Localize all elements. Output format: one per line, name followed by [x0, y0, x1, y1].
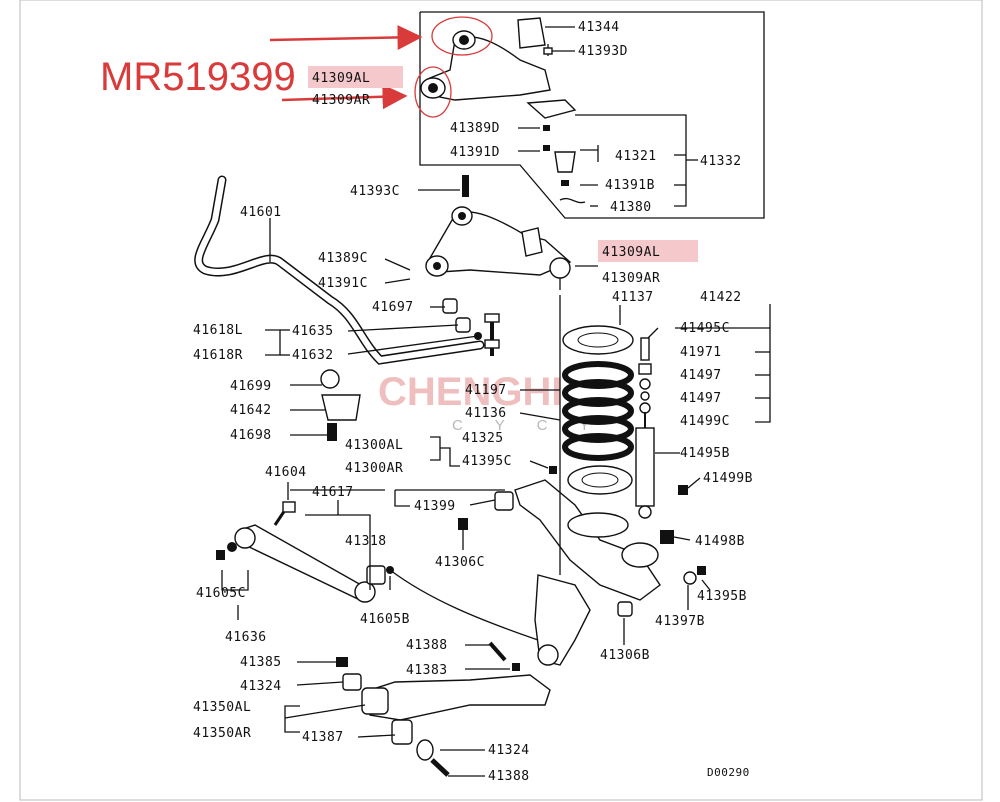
upper-arm-drawing: [425, 175, 572, 290]
label-41332: 41332: [700, 154, 742, 169]
label-41699: 41699: [230, 379, 272, 394]
label-41350AR: 41350AR: [193, 726, 251, 741]
label-41605C: 41605C: [196, 586, 246, 601]
label-41300AR: 41300AR: [345, 461, 403, 476]
shock-absorber-drawing: [635, 337, 688, 544]
label-41324-a: 41324: [240, 679, 282, 694]
label-41393C: 41393C: [350, 184, 400, 199]
lower-arm-drawing: [458, 295, 706, 666]
label-41380: 41380: [610, 200, 652, 215]
label-41499C: 41499C: [680, 414, 730, 429]
label-41309AR-top: 41309AR: [312, 93, 370, 108]
coil-spring-drawing: [562, 325, 634, 495]
label-41388-b: 41388: [488, 769, 530, 784]
label-41697: 41697: [372, 300, 414, 315]
label-41387: 41387: [302, 730, 344, 745]
label-41698: 41698: [230, 428, 272, 443]
label-41309AL: 41309AL: [602, 245, 660, 260]
label-41350AL: 41350AL: [193, 700, 251, 715]
label-41618R: 41618R: [193, 348, 243, 363]
label-41306C: 41306C: [435, 555, 485, 570]
page-frame: [19, 0, 983, 801]
label-41325: 41325: [462, 431, 504, 446]
label-41971: 41971: [680, 345, 722, 360]
label-41642: 41642: [230, 403, 272, 418]
label-41309AL-top: 41309AL: [312, 71, 370, 86]
label-41318: 41318: [345, 534, 387, 549]
label-41495B: 41495B: [680, 446, 730, 461]
label-41497-a: 41497: [680, 368, 722, 383]
label-41618L: 41618L: [193, 323, 243, 338]
highlight-band-main: [598, 240, 698, 262]
label-41601: 41601: [240, 205, 282, 220]
label-41395C: 41395C: [462, 454, 512, 469]
label-41399: 41399: [414, 499, 456, 514]
label-41495C: 41495C: [680, 321, 730, 336]
label-41300AL: 41300AL: [345, 438, 403, 453]
label-41306B: 41306B: [600, 648, 650, 663]
label-41391C: 41391C: [318, 276, 368, 291]
label-41393D: 41393D: [578, 44, 628, 59]
upper-arm-detail-inset: [269, 11, 765, 219]
label-41391B: 41391B: [605, 178, 655, 193]
label-41385: 41385: [240, 655, 282, 670]
leader-lines: [221, 189, 771, 777]
label-41395B: 41395B: [697, 589, 747, 604]
label-41604: 41604: [265, 465, 307, 480]
label-41617: 41617: [312, 485, 354, 500]
label-41422: 41422: [700, 290, 742, 305]
label-41344: 41344: [578, 20, 620, 35]
label-41324-b: 41324: [488, 743, 530, 758]
label-41497-b: 41497: [680, 391, 722, 406]
label-41388-a: 41388: [406, 638, 448, 653]
label-41197: 41197: [465, 383, 507, 398]
diagram-code: D00290: [707, 766, 750, 779]
label-41605B: 41605B: [360, 612, 410, 627]
highlight-part-code: MR519399: [100, 55, 296, 99]
label-41389D: 41389D: [450, 121, 500, 136]
label-41635: 41635: [292, 324, 334, 339]
highlight-band-top: [308, 66, 403, 88]
label-41321: 41321: [615, 149, 657, 164]
label-41389C: 41389C: [318, 251, 368, 266]
stabilizer-bar-drawing: [194, 175, 485, 365]
label-41391D: 41391D: [450, 145, 500, 160]
stabilizer-link-drawing: [320, 298, 500, 441]
label-41499B: 41499B: [703, 471, 753, 486]
part-labels: 41344 41393D 41309AL 41309AR 41389D 4139…: [193, 20, 753, 784]
label-41137: 41137: [612, 290, 654, 305]
watermark-main: CHENGHI: [378, 370, 562, 414]
label-41636: 41636: [225, 630, 267, 645]
label-41383: 41383: [406, 663, 448, 678]
trailing-arm-drawing: [336, 641, 551, 777]
label-41498B: 41498B: [695, 534, 745, 549]
label-41309AR: 41309AR: [602, 271, 660, 286]
watermark-sub: C Y C Y: [452, 417, 603, 434]
label-41397B: 41397B: [655, 614, 705, 629]
label-41632: 41632: [292, 348, 334, 363]
label-41136: 41136: [465, 406, 507, 421]
